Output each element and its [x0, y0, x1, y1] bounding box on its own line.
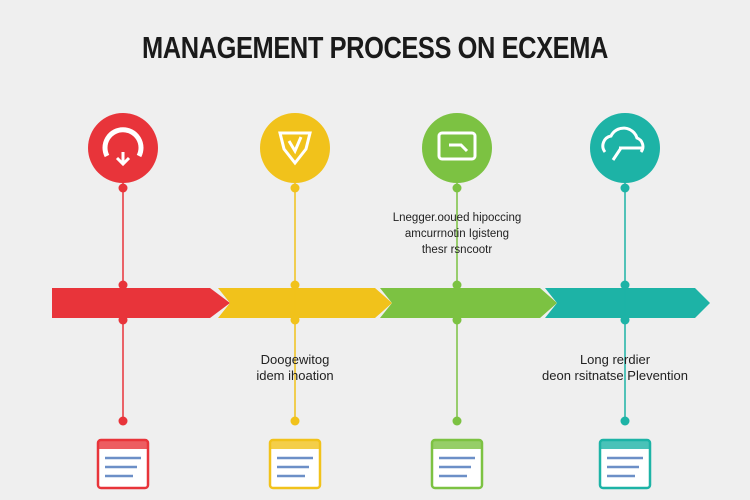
- page-title: MANAGEMENT PROCESS ON ECXEMA: [142, 30, 608, 65]
- step-2-label: Doogewitog idem ihoation: [215, 352, 375, 384]
- connector-dot: [620, 315, 630, 325]
- label-line: Lnegger.ooued hipoccing: [392, 212, 522, 224]
- step-circle: [88, 113, 158, 183]
- document-icon: [268, 438, 322, 490]
- document-icon: [96, 438, 150, 490]
- step-4-label: Long rerdier deon rsitnatse Plevention: [530, 352, 700, 384]
- label-line: thesr rsncootr: [421, 244, 493, 256]
- step-3-label: Lnegger.ooued hipoccing amcurrnotin Igis…: [372, 210, 542, 258]
- arrow-segment-yellow: [218, 288, 392, 318]
- connector-dot: [118, 315, 128, 325]
- connector-dot: [290, 315, 300, 325]
- connector-dot: [452, 183, 462, 193]
- document-icon: [598, 438, 652, 490]
- connector-dot: [620, 280, 630, 290]
- arrow-segment-teal: [545, 288, 710, 318]
- connector-dot: [452, 315, 462, 325]
- connector-dot: [620, 416, 630, 426]
- arrow-segment-green: [380, 288, 557, 318]
- arrow-segment-red: [52, 288, 230, 318]
- connector-dot: [290, 280, 300, 290]
- connector-dot: [452, 280, 462, 290]
- label-line: Doogewitog: [260, 352, 330, 367]
- connector-dot: [452, 416, 462, 426]
- connector-dot: [118, 280, 128, 290]
- step-circle: [422, 113, 492, 183]
- connector-dot: [290, 183, 300, 193]
- connector-dot: [118, 416, 128, 426]
- refresh-download-icon: [102, 127, 144, 167]
- connector-dot: [620, 183, 630, 193]
- cloud-key-icon: [601, 126, 645, 161]
- document-icon: [430, 438, 484, 490]
- connector-dot: [290, 416, 300, 426]
- label-line: Long rerdier: [579, 352, 651, 367]
- shield-check-icon: [278, 131, 312, 166]
- label-line: amcurrnotin Igisteng: [404, 228, 510, 240]
- label-line: idem ihoation: [256, 368, 334, 383]
- connector-dot: [118, 183, 128, 193]
- label-line: deon rsitnatse Plevention: [542, 368, 688, 383]
- chat-screen-icon: [437, 131, 477, 161]
